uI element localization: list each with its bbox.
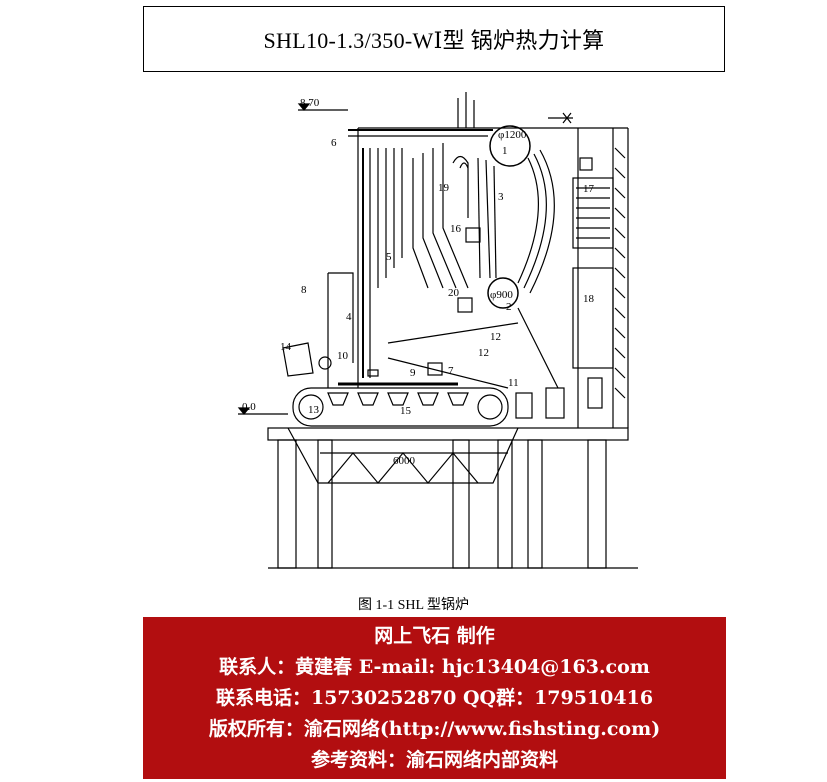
part-label: 3 xyxy=(498,191,504,203)
part-label: 18 xyxy=(583,293,595,305)
dimension-width: 6000 xyxy=(393,455,416,467)
part-label: 8 xyxy=(301,284,307,296)
part-label: 7 xyxy=(448,365,454,377)
part-label: 12 xyxy=(478,347,489,359)
part-label: 16 xyxy=(450,223,462,235)
part-label: 2 xyxy=(506,301,512,313)
credits-banner: 网上飞石 制作 联系人：黄建春 E-mail: hjc13404@163.com… xyxy=(143,617,726,779)
part-label: 9 xyxy=(410,367,416,379)
part-label: 14 xyxy=(280,341,292,353)
part-label: 17 xyxy=(583,183,595,195)
drum-diameter-lower: φ900 xyxy=(490,289,513,301)
part-label: 11 xyxy=(508,377,519,389)
banner-contact: 联系人：黄建春 E-mail: hjc13404@163.com xyxy=(219,656,650,678)
document-title: SHL10-1.3/350-WⅠ型 锅炉热力计算 xyxy=(263,28,605,53)
part-label: 15 xyxy=(400,405,412,417)
banner-phone: 联系电话：15730252870 QQ群：179510416 xyxy=(215,687,654,709)
part-label: 10 xyxy=(337,350,349,362)
banner-copyright: 版权所有：渝石网络(http://www.fishsting.com) xyxy=(208,718,661,740)
figure-caption: 图 1-1 SHL 型锅炉 xyxy=(357,598,470,613)
banner-maker: 网上飞石 制作 xyxy=(374,625,495,647)
title-box: SHL10-1.3/350-WⅠ型 锅炉热力计算 xyxy=(143,6,725,72)
part-label: 1 xyxy=(502,145,508,157)
boiler-drawing: 8.70 0.0 6000 φ1200 φ900 1 2 3 4 5 6 7 8… xyxy=(228,88,640,578)
part-label: 13 xyxy=(308,404,320,416)
part-label: 19 xyxy=(438,182,450,194)
part-label: 5 xyxy=(386,251,392,263)
part-label: 20 xyxy=(448,287,460,299)
boiler-schematic: 8.70 0.0 6000 φ1200 φ900 1 2 3 4 5 6 7 8… xyxy=(237,92,638,569)
elevation-top: 8.70 xyxy=(300,97,320,109)
part-label: 12 xyxy=(490,331,501,343)
part-label: 6 xyxy=(331,137,337,149)
banner-reference: 参考资料：渝石网络内部资料 xyxy=(310,749,558,771)
elevation-ground: 0.0 xyxy=(242,401,256,413)
drum-diameter-upper: φ1200 xyxy=(498,129,527,141)
part-label: 4 xyxy=(346,311,352,323)
